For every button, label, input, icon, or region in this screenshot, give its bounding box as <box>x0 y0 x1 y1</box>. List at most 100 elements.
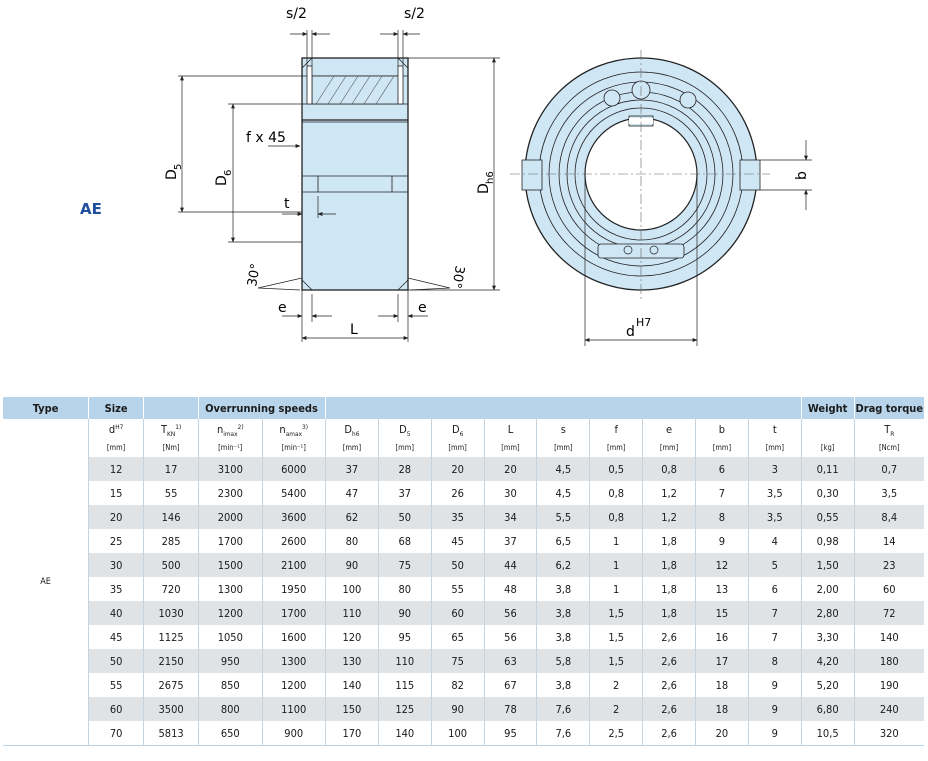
table-cell: 1200 <box>261 673 326 697</box>
table-cell: 4,20 <box>800 649 855 673</box>
unit-cell: D6[mm] <box>430 419 485 457</box>
table-cell: 15 <box>88 481 144 505</box>
table-cell: 8,4 <box>853 505 924 529</box>
table-cell: 1 <box>589 529 643 553</box>
table-cell: 3 <box>747 457 802 481</box>
table-cell: 240 <box>853 697 924 721</box>
table-cell: 2300 <box>198 481 263 505</box>
table-cell: 2600 <box>261 529 326 553</box>
table-cell: 18 <box>694 673 749 697</box>
table-cell: 4,5 <box>536 457 590 481</box>
table-cell: 6 <box>694 457 749 481</box>
table-cell: 900 <box>261 721 326 746</box>
table-cell: 9 <box>747 721 802 746</box>
table-cell: 5,8 <box>536 649 590 673</box>
type-cell: AE <box>40 576 51 587</box>
table-cell: 5400 <box>261 481 326 505</box>
table-cell: 90 <box>430 697 485 721</box>
table-cell: 0,98 <box>800 529 855 553</box>
table-cell: 100 <box>430 721 485 746</box>
svg-text:D: D <box>476 183 492 194</box>
table-cell: 5 <box>747 553 802 577</box>
table-cell: 3,30 <box>800 625 855 649</box>
d5-label: D 5 <box>164 164 184 180</box>
table-cell: 50 <box>430 553 485 577</box>
table-cell: 1700 <box>261 601 326 625</box>
table-cell: 650 <box>198 721 263 746</box>
d6-label: D 6 <box>214 170 234 186</box>
table-cell: 1125 <box>143 625 199 649</box>
header-blank <box>143 397 199 419</box>
table-cell: 180 <box>853 649 924 673</box>
angle-right-label: 30° <box>448 264 467 289</box>
specification-table: Type Size Overrunning speeds Weight Drag… <box>3 397 924 746</box>
table-cell: 1300 <box>198 577 263 601</box>
table-cell: 1,5 <box>589 649 643 673</box>
unit-cell: nimax2)[min⁻¹] <box>198 419 263 457</box>
table-cell: 4 <box>747 529 802 553</box>
header-type: Type <box>3 397 89 419</box>
table-cell: 2,00 <box>800 577 855 601</box>
table-cell: 0,30 <box>800 481 855 505</box>
side-dimensions <box>178 30 500 342</box>
table-cell: 5,20 <box>800 673 855 697</box>
table-cell: 320 <box>853 721 924 746</box>
table-cell: 35 <box>430 505 485 529</box>
unit-cell: L[mm] <box>483 419 537 457</box>
table-cell: 20 <box>483 457 537 481</box>
front-dimensions <box>584 140 812 346</box>
table-cell: 5,5 <box>536 505 590 529</box>
table-cell: 2 <box>589 673 643 697</box>
table-cell: 30 <box>483 481 537 505</box>
table-cell: 1050 <box>198 625 263 649</box>
unit-cell: [kg] <box>800 419 855 457</box>
table-cell: 1,5 <box>589 625 643 649</box>
s2-left-label: s/2 <box>286 6 307 22</box>
table-cell: 7 <box>747 625 802 649</box>
table-cell: 140 <box>377 721 432 746</box>
table-cell: 1,50 <box>800 553 855 577</box>
svg-text:D: D <box>214 175 230 186</box>
table-cell: 2100 <box>261 553 326 577</box>
table-cell: 2,6 <box>642 721 696 746</box>
table-cell: 6,80 <box>800 697 855 721</box>
unit-cell: D5[mm] <box>377 419 432 457</box>
technical-drawing: s/2 s/2 f x 45 t e e L 30° 30° D 5 D 6 D… <box>164 6 812 346</box>
table-cell: 7,6 <box>536 697 590 721</box>
table-cell: 15 <box>694 601 749 625</box>
table-cell: 56 <box>483 601 537 625</box>
table-cell: 110 <box>324 601 379 625</box>
table-cell: 285 <box>143 529 199 553</box>
table-cell: 850 <box>198 673 263 697</box>
table-cell: 72 <box>853 601 924 625</box>
svg-text:D: D <box>164 169 180 180</box>
table-cell: 9 <box>694 529 749 553</box>
table-cell: 6 <box>747 577 802 601</box>
table-cell: 2 <box>589 697 643 721</box>
e-left-label: e <box>278 300 287 316</box>
table-cell: 13 <box>694 577 749 601</box>
table-cell: 3,5 <box>853 481 924 505</box>
svg-text:h6: h6 <box>485 171 496 184</box>
table-cell: 1,8 <box>642 601 696 625</box>
table-cell: 500 <box>143 553 199 577</box>
table-cell: 80 <box>377 577 432 601</box>
unit-cell: b[mm] <box>694 419 749 457</box>
s2-right-label: s/2 <box>404 6 425 22</box>
table-cell: 75 <box>377 553 432 577</box>
table-cell: 50 <box>377 505 432 529</box>
table-cell: 63 <box>483 649 537 673</box>
table-cell: 1030 <box>143 601 199 625</box>
svg-text:5: 5 <box>173 164 184 170</box>
table-cell: 1200 <box>198 601 263 625</box>
table-cell: 80 <box>324 529 379 553</box>
table-cell: 67 <box>483 673 537 697</box>
table-cell: 5813 <box>143 721 199 746</box>
table-cell: 3,5 <box>747 481 802 505</box>
table-cell: 17 <box>143 457 199 481</box>
table-cell: 1500 <box>198 553 263 577</box>
